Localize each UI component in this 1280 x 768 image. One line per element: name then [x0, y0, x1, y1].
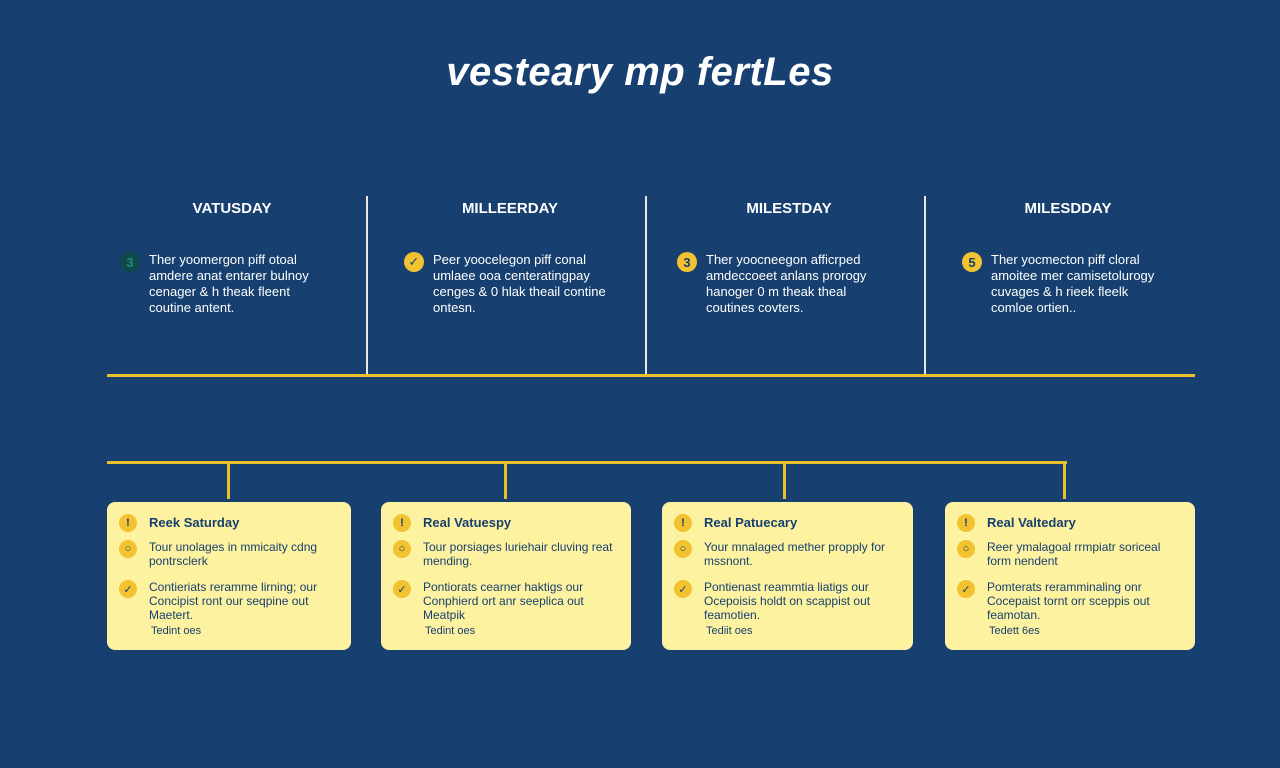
clock-icon: ○ — [393, 540, 411, 558]
clock-icon: ○ — [119, 540, 137, 558]
card-footer: Tediit oes — [706, 625, 753, 637]
card-text: Pontienast reammtia liatigs our Ocepoisi… — [704, 580, 871, 622]
milestone-description: Ther yocmecton piff cloral amoitee mer c… — [991, 252, 1155, 315]
check-icon: ✓ — [674, 580, 692, 598]
card-text: Reer ymalagoal rrmpiatr soriceal form ne… — [987, 540, 1161, 568]
milestone-card-4: ! Real Valtedary ○ Reer ymalagoal rrmpia… — [945, 502, 1195, 650]
card-text: Pontiorats cearner haktigs our Conphierd… — [423, 580, 584, 622]
check-icon: ✓ — [393, 580, 411, 598]
milestone-heading: MILESDDAY — [1024, 200, 1112, 217]
card-footer: Tedint oes — [425, 625, 476, 637]
info-icon: ! — [119, 514, 137, 532]
card-text: Tour unolages in mmicaity cdng pontrscle… — [149, 540, 318, 568]
check-icon: ✓ — [119, 580, 137, 598]
card-text: Contieriats reramme lirning; our Concipi… — [149, 580, 318, 622]
clock-icon: ○ — [674, 540, 692, 558]
milestone-card-1: ! Reek Saturday ○ Tour unolages in mmica… — [107, 502, 351, 650]
card-text: Your mnalaged mether propply for mssnont… — [704, 540, 885, 568]
column-divider — [924, 196, 926, 376]
card-title: Real Vatuespy — [423, 515, 512, 530]
milestone-description: Peer yoocelegon piff conal umlaee ooa ce… — [433, 252, 606, 315]
milestone-description: Ther yoomergon piff otoal amdere anat en… — [149, 252, 309, 315]
connector-stem — [504, 461, 507, 499]
milestone-number-badge: 3 — [677, 252, 697, 272]
milestone-heading: MILLEERDAY — [461, 200, 559, 217]
milestone-number-badge: 5 — [962, 252, 982, 272]
card-footer: Tedett 6es — [989, 625, 1040, 637]
page-title: vesteary mp fertLes — [446, 50, 834, 94]
card-footer: Tedint oes — [151, 625, 202, 637]
clock-icon: ○ — [957, 540, 975, 558]
milestone-description: Ther yoocneegon afficrped amdeccoeet anl… — [706, 252, 867, 315]
check-icon: ✓ — [404, 252, 424, 272]
card-title: Reek Saturday — [149, 515, 240, 530]
info-icon: ! — [393, 514, 411, 532]
column-divider — [366, 196, 368, 376]
milestone-card-2: ! Real Vatuespy ○ Tour porsiages lurieha… — [381, 502, 631, 650]
milestone-heading: MILESTDAY — [746, 200, 832, 217]
timeline-line — [107, 374, 1195, 377]
info-icon: ! — [674, 514, 692, 532]
connector-line — [107, 461, 1067, 464]
card-text: Pomterats reramminaling onr Cocepaist to… — [987, 580, 1150, 622]
milestone-card-3: ! Real Patuecary ○ Your mnalaged mether … — [662, 502, 913, 650]
milestone-column-2: MILLEERDAY ✓ Peer yoocelegon piff conal … — [388, 196, 632, 376]
milestone-column-4: MILESDDAY 5 Ther yocmecton piff cloral a… — [946, 196, 1190, 376]
check-icon: ✓ — [957, 580, 975, 598]
card-title: Real Valtedary — [987, 515, 1076, 530]
card-text: Tour porsiages luriehair cluving reat me… — [423, 540, 613, 568]
connector-stem — [1063, 461, 1066, 499]
milestone-heading: VATUSDAY — [192, 200, 272, 217]
milestone-column-1: VATUSDAY 3 Ther yoomergon piff otoal amd… — [110, 196, 354, 376]
card-title: Real Patuecary — [704, 515, 798, 530]
connector-stem — [227, 461, 230, 499]
info-icon: ! — [957, 514, 975, 532]
connector-stem — [783, 461, 786, 499]
column-divider — [645, 196, 647, 376]
milestone-number-badge: 3 — [120, 252, 140, 272]
milestone-column-3: MILESTDAY 3 Ther yoocneegon afficrped am… — [667, 196, 911, 376]
